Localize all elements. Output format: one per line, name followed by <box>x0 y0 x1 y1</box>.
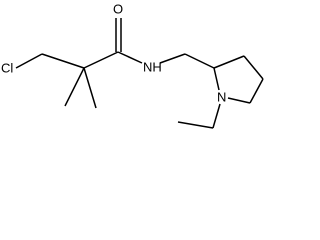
bond-ring-c4-c5 <box>249 78 264 104</box>
bond-cq-methyl-1 <box>64 67 85 107</box>
bond-n-ethyl-ch2 <box>212 103 221 129</box>
bond-ch2-cq <box>41 53 85 69</box>
ring-nitrogen-atom-label: N <box>217 89 226 104</box>
bond-ethyl-ch2-ch3 <box>177 121 214 129</box>
chlorine-atom-label: Cl <box>1 60 13 75</box>
bond-carbonyl-nh <box>117 51 143 64</box>
bond-ring-c5-n <box>227 97 251 104</box>
bond-ring-c3-c4 <box>243 55 264 80</box>
bond-cl-ch2 <box>15 53 43 69</box>
oxygen-atom-label: O <box>113 1 123 16</box>
amide-nitrogen-atom-label: NH <box>143 59 162 74</box>
bond-ring-n-c2 <box>213 67 220 91</box>
bond-cq-methyl-2 <box>83 67 97 109</box>
chemical-structure: Cl O NH N <box>1 1 264 129</box>
bond-ch2-ring-c2 <box>184 53 215 69</box>
bond-nh-ch2 <box>159 53 186 64</box>
bond-ring-c2-c3 <box>213 55 245 69</box>
bond-cq-carbonyl <box>83 51 119 69</box>
